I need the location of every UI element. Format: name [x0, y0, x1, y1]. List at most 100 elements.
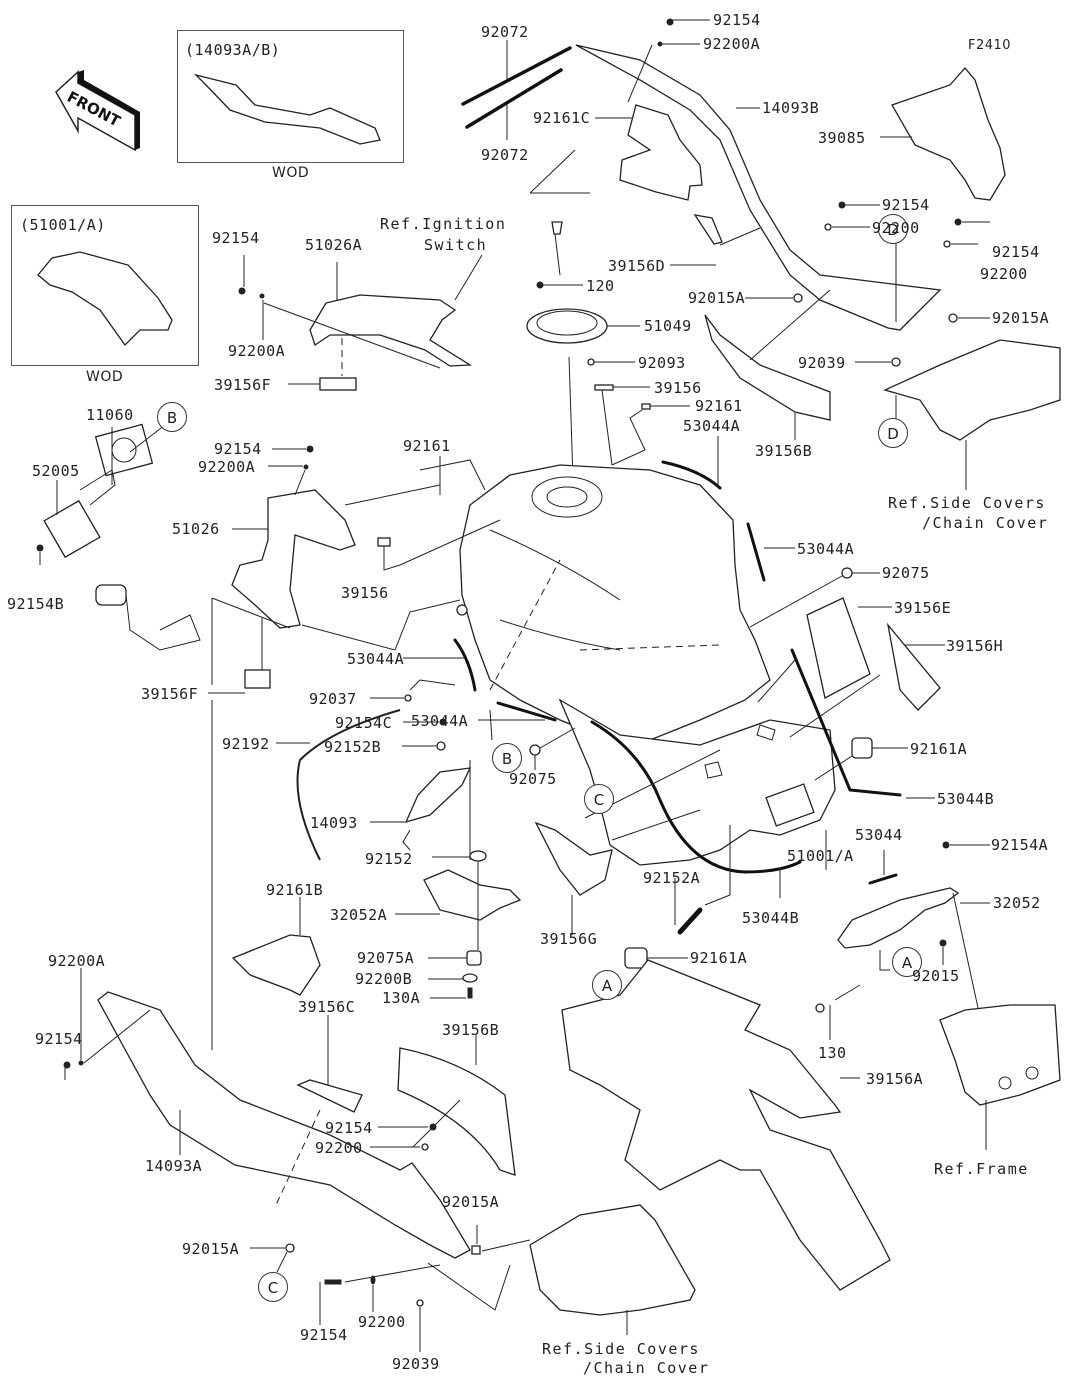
label-92200a-top: 92200A [703, 35, 761, 53]
strip-53044a-lower [496, 701, 557, 722]
label-92152b: 92152B [324, 738, 382, 756]
label-39156h: 39156H [946, 637, 1004, 655]
label-39156a: 39156A [866, 1070, 924, 1088]
label-92161c: 92161C [533, 109, 591, 127]
callout-c-bottom: C [258, 1272, 288, 1302]
label-52005: 52005 [32, 462, 80, 480]
label-92200-r2: 92200 [980, 265, 1028, 283]
label-39156f-top: 39156F [214, 376, 272, 394]
strip-39156b-top [704, 314, 831, 421]
label-92075-m: 92075 [509, 770, 557, 788]
label-92039-r: 92039 [798, 354, 846, 372]
fuel-cap-51049 [526, 308, 608, 344]
inset-box-51001a [11, 205, 199, 366]
label-92015: 92015 [912, 967, 960, 985]
label-130a: 130A [382, 989, 421, 1007]
cover-14093b [575, 44, 942, 331]
label-39156b-top: 39156B [755, 442, 813, 460]
pad-39156b-bottom [397, 1047, 516, 1176]
label-92072-top: 92072 [481, 23, 529, 41]
label-92154-b2: 92154 [325, 1119, 373, 1137]
label-51049: 51049 [644, 317, 692, 335]
label-92161-top: 92161 [695, 397, 743, 415]
label-92075a: 92075A [357, 949, 415, 967]
front-arrow-icon: FRONT [55, 70, 140, 152]
label-92152a: 92152A [643, 869, 701, 887]
ref-side-covers-top [883, 339, 1061, 441]
label-92200a-m: 92200A [198, 458, 256, 476]
gasket-11060 [94, 423, 154, 477]
pump-flange-52005 [43, 499, 101, 559]
label-53044a-m2: 53044A [411, 712, 469, 730]
label-53044a-top: 53044A [683, 417, 741, 435]
label-53044b-r: 53044B [937, 790, 995, 808]
label-92200-b2: 92200 [358, 1313, 406, 1331]
label-92015a-b2: 92015A [442, 1193, 500, 1211]
figure-code: F2410 [968, 38, 1012, 53]
label-32052: 32052 [993, 894, 1041, 912]
label-39156-top: 39156 [654, 379, 702, 397]
callout-b-top: B [157, 402, 187, 432]
pad-39156f-top [319, 377, 357, 391]
strip-92072-b [465, 68, 563, 129]
label-39156d: 39156D [608, 257, 666, 275]
inset-14093ab-part [193, 73, 381, 145]
label-92192: 92192 [222, 735, 270, 753]
callout-a-right: A [892, 947, 922, 977]
label-11060: 11060 [86, 406, 134, 424]
bracket-32052a [423, 869, 522, 921]
label-92037: 92037 [309, 690, 357, 708]
label-39156-m: 39156 [341, 584, 389, 602]
panel-51026 [231, 489, 356, 629]
ref-ignition-switch-line1: Ref.Ignition [380, 215, 507, 233]
label-14093b: 14093B [762, 99, 820, 117]
label-92154-m: 92154 [214, 440, 262, 458]
label-39085: 39085 [818, 129, 866, 147]
label-92154-r2: 92154 [992, 243, 1040, 261]
inset-title-51001a: (51001/A) [20, 216, 106, 234]
callout-a-mid: A [592, 970, 622, 1000]
inset-caption-14093ab: WOD [272, 165, 310, 181]
label-92154c: 92154C [335, 714, 393, 732]
bracket-14093 [404, 767, 472, 824]
ref-frame-label: Ref.Frame [934, 1160, 1029, 1178]
inset-title-14093ab: (14093A/B) [185, 41, 281, 59]
panel-51026a [309, 294, 473, 367]
label-92015a-b1: 92015A [182, 1240, 240, 1258]
label-92072-bottom: 92072 [481, 146, 529, 164]
label-39156g: 39156G [540, 930, 598, 948]
label-39156b-b: 39156B [442, 1021, 500, 1039]
label-39156f-m: 39156F [141, 685, 199, 703]
label-92075-r: 92075 [882, 564, 930, 582]
inset-51001a-part [37, 251, 173, 347]
collar-92152a [677, 907, 703, 935]
key-ignition [551, 221, 563, 235]
fuel-tank [459, 464, 771, 741]
label-14093a: 14093A [145, 1157, 203, 1175]
label-53044a-m1: 53044A [347, 650, 405, 668]
strip-92072-a [461, 46, 572, 106]
inset-caption-51001a: WOD [86, 369, 124, 385]
ref-ignition-switch-line2: Switch [424, 236, 488, 254]
label-92154a: 92154A [991, 836, 1049, 854]
label-92154-top: 92154 [713, 11, 761, 29]
label-92154-b1: 92154 [35, 1030, 83, 1048]
tank-tray-51001a [558, 698, 836, 866]
label-92154b: 92154B [7, 595, 65, 613]
strip-53044 [868, 873, 898, 885]
label-92015a-r1: 92015A [688, 289, 746, 307]
callout-d-top: D [878, 214, 908, 244]
callout-b-mid: B [492, 743, 522, 773]
ref-side-covers-top-line1: Ref.Side Covers [888, 494, 1046, 512]
label-92200-r1: 92200 [872, 219, 920, 237]
label-51026a: 51026A [305, 236, 363, 254]
pump-body [95, 584, 127, 606]
ref-side-covers-top-line2: /Chain Cover [922, 514, 1049, 532]
heat-shield-39156a [561, 959, 891, 1291]
inset-box-14093ab [177, 30, 404, 163]
seat-cowl-39085 [891, 67, 1006, 201]
strip-53044a-top [661, 460, 722, 490]
label-92015a-r2: 92015A [992, 309, 1050, 327]
pad-39156-mid [377, 537, 391, 547]
